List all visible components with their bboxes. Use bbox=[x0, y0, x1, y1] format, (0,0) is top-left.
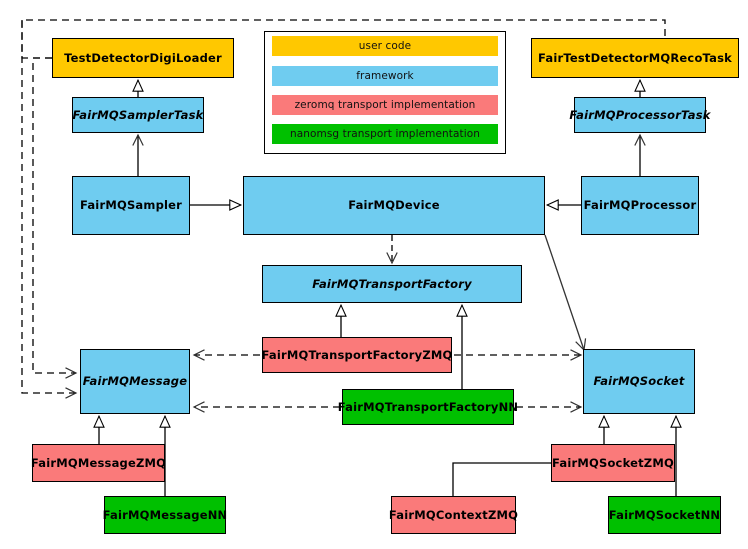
node-fairmq-device[interactable]: FairMQDevice bbox=[243, 176, 545, 235]
node-label: FairMQSocket bbox=[593, 374, 685, 389]
node-label: FairMQMessageNN bbox=[102, 507, 228, 522]
edge-digiloader-to-message bbox=[32, 57, 78, 379]
node-label: FairMQTransportFactory bbox=[312, 276, 472, 291]
legend-label: framework bbox=[356, 70, 414, 82]
node-label: FairMQContextZMQ bbox=[388, 507, 519, 522]
node-fairmq-transport-factory-nn[interactable]: FairMQTransportFactoryNN bbox=[338, 389, 518, 425]
node-label: FairMQDevice bbox=[348, 198, 440, 213]
legend-item-user-code: user code bbox=[272, 36, 498, 56]
node-fairmq-transport-factory[interactable]: FairMQTransportFactory bbox=[262, 265, 522, 303]
node-label: FairMQMessageZMQ bbox=[30, 455, 167, 470]
node-fairmq-socket-nn[interactable]: FairMQSocketNN bbox=[608, 496, 721, 534]
node-fairmq-sampler-task[interactable]: FairMQSamplerTask bbox=[72, 97, 204, 133]
node-fairmq-message[interactable]: FairMQMessage bbox=[80, 349, 190, 414]
node-fairmq-message-zmq[interactable]: FairMQMessageZMQ bbox=[30, 444, 167, 482]
node-label: TestDetectorDigiLoader bbox=[64, 50, 222, 65]
node-fairmq-message-nn[interactable]: FairMQMessageNN bbox=[102, 496, 228, 534]
legend-label: nanomsg transport implementation bbox=[289, 128, 481, 140]
legend-item-nanomsg: nanomsg transport implementation bbox=[272, 124, 498, 144]
edge-device-to-socket bbox=[544, 234, 587, 352]
node-fairmq-socket[interactable]: FairMQSocket bbox=[583, 349, 695, 414]
node-label: FairTestDetectorMQRecoTask bbox=[538, 50, 732, 65]
node-fair-test-detector-mq-reco-task[interactable]: FairTestDetectorMQRecoTask bbox=[531, 38, 739, 78]
node-fairmq-context-zmq[interactable]: FairMQContextZMQ bbox=[388, 496, 519, 534]
legend-item-framework: framework bbox=[272, 66, 498, 86]
node-fairmq-transport-factory-zmq[interactable]: FairMQTransportFactoryZMQ bbox=[262, 337, 452, 373]
node-label: FairMQProcessor bbox=[583, 198, 697, 213]
node-label: FairMQSocketNN bbox=[608, 507, 721, 522]
legend-label: user code bbox=[358, 40, 412, 52]
node-label: FairMQSampler bbox=[79, 198, 183, 213]
node-label: FairMQSocketZMQ bbox=[552, 455, 674, 470]
edge-contextzmq-composition-socketzmq bbox=[452, 457, 567, 496]
node-label: FairMQSamplerTask bbox=[72, 107, 204, 122]
node-label: FairMQTransportFactoryNN bbox=[337, 399, 519, 414]
legend-item-zeromq: zeromq transport implementation bbox=[272, 95, 498, 115]
node-fairmq-processor-task[interactable]: FairMQProcessorTask bbox=[569, 97, 710, 133]
node-label: FairMQProcessorTask bbox=[569, 107, 711, 122]
node-fairmq-sampler[interactable]: FairMQSampler bbox=[72, 176, 190, 235]
node-fairmq-socket-zmq[interactable]: FairMQSocketZMQ bbox=[551, 444, 675, 482]
node-test-detector-digi-loader[interactable]: TestDetectorDigiLoader bbox=[52, 38, 234, 78]
node-label: FairMQMessage bbox=[82, 374, 188, 389]
node-label: FairMQTransportFactoryZMQ bbox=[261, 347, 453, 362]
legend-label: zeromq transport implementation bbox=[294, 99, 476, 111]
node-fairmq-processor[interactable]: FairMQProcessor bbox=[581, 176, 699, 235]
